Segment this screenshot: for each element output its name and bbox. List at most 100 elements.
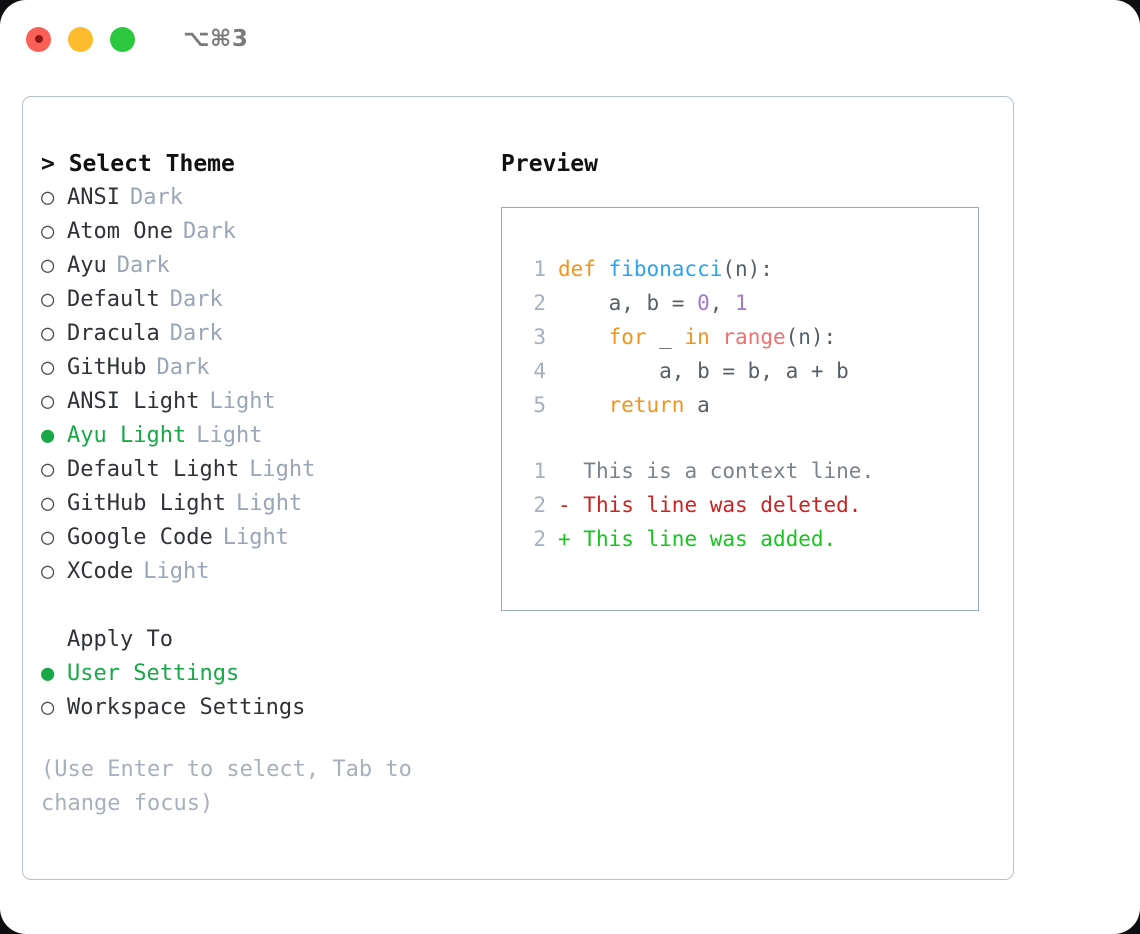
theme-option-label: Google Code	[67, 525, 213, 550]
diff-sign: +	[558, 527, 584, 551]
radio-unselected-icon: ○	[41, 287, 55, 312]
radio-unselected-icon: ○	[41, 491, 55, 516]
code-token-pln: ,	[709, 291, 736, 315]
apply-to-option-workspace-settings[interactable]: ○Workspace Settings	[41, 691, 481, 725]
theme-option-default[interactable]: ○ Default Dark	[41, 283, 481, 317]
apply-to-heading-text: Apply To	[67, 627, 173, 652]
theme-option-google-code[interactable]: ○ Google Code Light	[41, 521, 481, 555]
code-token-fn: fibonacci	[608, 257, 723, 281]
theme-option-label: GitHub	[67, 355, 147, 380]
theme-option-ayu[interactable]: ○ Ayu Dark	[41, 249, 481, 283]
theme-option-ansi[interactable]: ○ ANSI Dark	[41, 181, 481, 215]
theme-option-label: Default Light	[67, 457, 240, 482]
apply-to-option-label: Workspace Settings	[67, 695, 306, 720]
theme-variant-tag: Dark	[156, 355, 210, 380]
traffic-lights	[26, 26, 135, 52]
code-diff-separator	[520, 422, 978, 454]
radio-selected-icon: ●	[41, 661, 55, 686]
radio-unselected-icon: ○	[41, 219, 55, 244]
theme-variant-tag: Dark	[169, 287, 223, 312]
theme-option-atom-one[interactable]: ○ Atom One Dark	[41, 215, 481, 249]
theme-option-label: Default	[67, 287, 160, 312]
list-spacer	[41, 589, 481, 623]
code-token-pln: (n):	[722, 257, 773, 281]
diff-line-number: 2	[533, 493, 546, 517]
code-token-num: 1	[735, 291, 748, 315]
select-theme-heading: > Select Theme	[41, 147, 481, 181]
code-token-kw: in	[684, 325, 710, 349]
close-button[interactable]	[26, 26, 51, 52]
code-line: 4 a, b = b, a + b	[520, 354, 978, 388]
apply-to-marker-placeholder: ○	[41, 623, 67, 657]
code-token-pln	[558, 320, 609, 354]
diff-text: This line was deleted.	[583, 493, 862, 517]
minimize-button[interactable]	[68, 26, 93, 52]
theme-variant-tag: Dark	[182, 219, 236, 244]
code-token-pln: a, b =	[558, 291, 698, 315]
apply-to-heading: ○Apply To	[41, 623, 481, 657]
theme-option-label: Atom One	[67, 219, 173, 244]
code-token-pln: _	[646, 325, 685, 349]
code-line-number: 2	[533, 291, 546, 315]
heading-text: Select Theme	[68, 151, 235, 177]
theme-option-label: ANSI	[67, 185, 120, 210]
code-token-pln	[558, 388, 609, 422]
code-line: 5 return a	[520, 388, 978, 422]
radio-unselected-icon: ○	[41, 185, 55, 210]
code-token-pln	[710, 320, 723, 354]
theme-variant-tag: Dark	[129, 185, 183, 210]
diff-line-ctx: 1 This is a context line.	[520, 454, 978, 488]
diff-sample: 1 This is a context line. 2- This line wa…	[520, 454, 978, 556]
keyboard-hint: (Use Enter to select, Tab to change focu…	[41, 757, 426, 816]
code-token-pln: (n):	[785, 325, 837, 349]
preview-heading: Preview	[501, 151, 598, 177]
title-bar: ⌥⌘3	[0, 0, 1140, 78]
code-token-call: range	[722, 325, 786, 349]
apply-to-option-label: User Settings	[67, 661, 240, 686]
theme-variant-tag: Dark	[116, 253, 170, 278]
maximize-button[interactable]	[110, 26, 135, 52]
radio-unselected-icon: ○	[41, 525, 55, 550]
apply-to-list: ● User Settings ○Workspace Settings	[41, 657, 481, 725]
code-token-kw: def	[558, 257, 609, 281]
theme-option-label: Ayu	[67, 253, 107, 278]
code-token-num: 0	[697, 291, 710, 315]
code-token-kw: return	[608, 393, 685, 417]
theme-option-label: XCode	[67, 559, 134, 584]
code-line: 2 a, b = 0, 1	[520, 286, 978, 320]
code-token-pln: a	[684, 393, 710, 417]
code-line-number: 3	[533, 325, 546, 349]
apply-to-option-user-settings[interactable]: ● User Settings	[41, 657, 481, 691]
diff-text: This line was added.	[583, 527, 837, 551]
heading-prefix: >	[41, 151, 69, 177]
theme-variant-tag: Light	[249, 457, 316, 482]
radio-unselected-icon: ○	[41, 321, 55, 346]
theme-variant-tag: Light	[222, 525, 289, 550]
diff-line-add: 2+ This line was added.	[520, 522, 978, 556]
theme-variant-tag: Dark	[169, 321, 223, 346]
radio-unselected-icon: ○	[41, 559, 55, 584]
code-line: 1 def fibonacci(n):	[520, 252, 978, 286]
code-token-pln: a, b = b, a + b	[558, 359, 849, 383]
code-line-number: 1	[533, 257, 546, 281]
code-line: 3 for _ in range(n):	[520, 320, 978, 354]
theme-variant-tag: Light	[209, 389, 276, 414]
code-token-kw: for	[608, 325, 647, 349]
radio-unselected-icon: ○	[41, 253, 55, 278]
diff-sign: -	[558, 493, 584, 517]
